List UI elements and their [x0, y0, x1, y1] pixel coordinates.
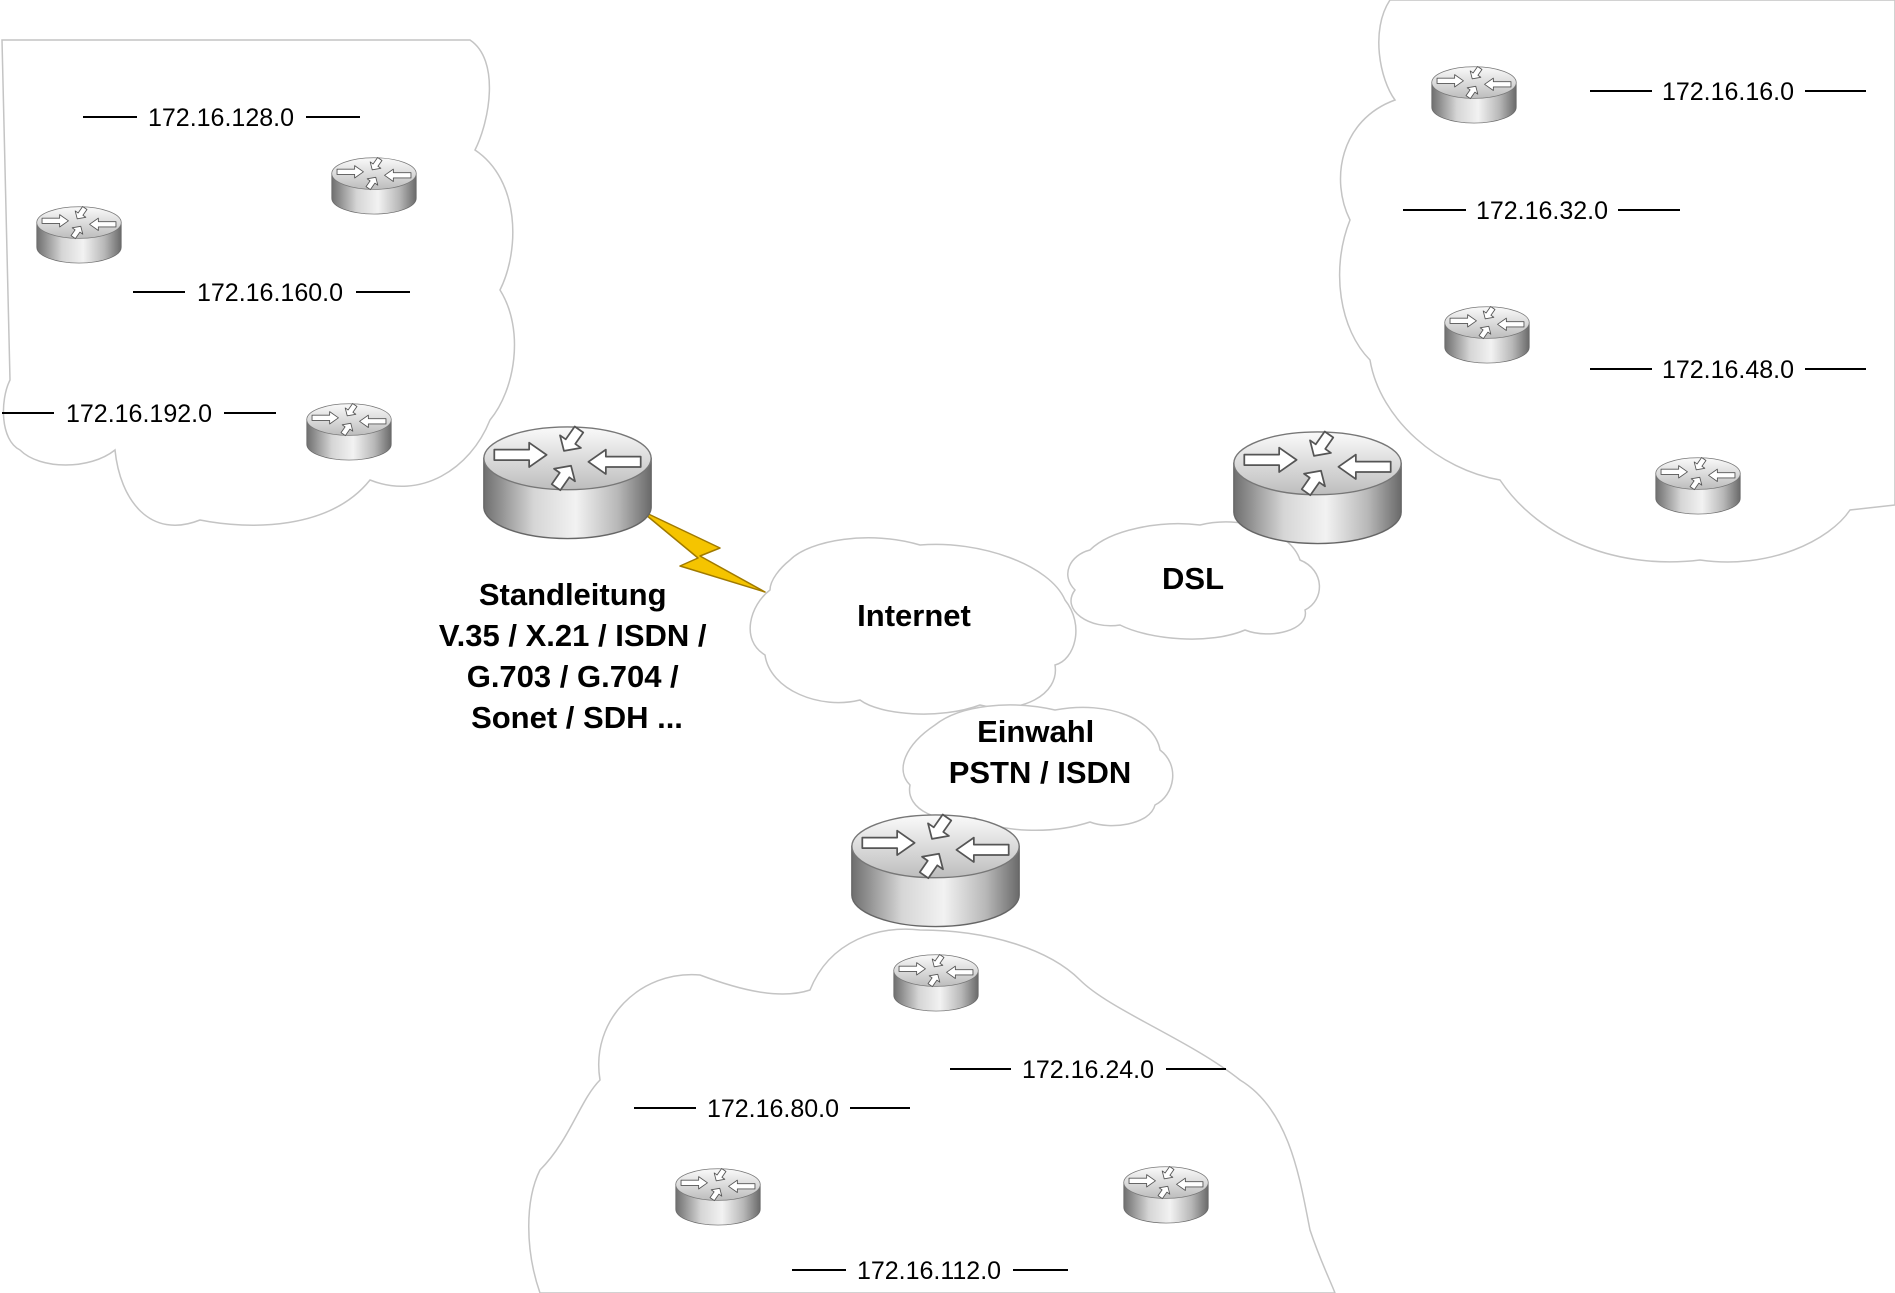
router-icon: [306, 401, 392, 461]
router-icon: [482, 421, 653, 540]
subnet-label: 172.16.32.0: [1476, 197, 1608, 225]
router-icon: [1232, 426, 1403, 545]
leased-line-label-line: Standleitung: [479, 577, 667, 612]
router-icon: [1431, 64, 1517, 124]
subnet-label: 172.16.160.0: [197, 279, 343, 307]
dsl-cloud: [1067, 521, 1321, 640]
router-icon: [1655, 455, 1741, 515]
subnet-label: 172.16.16.0: [1662, 78, 1794, 106]
internet-label: Internet: [857, 598, 971, 633]
subnet-label: 172.16.128.0: [148, 104, 294, 132]
router-icon: [36, 204, 122, 264]
router-icon: [331, 155, 417, 215]
router-icon: [1444, 304, 1530, 364]
dialup-cloud: [902, 704, 1174, 832]
subnet-label: 172.16.48.0: [1662, 356, 1794, 384]
leased-line-label-line: G.703 / G.704 /: [467, 659, 679, 694]
dsl-label: DSL: [1162, 561, 1224, 596]
subnet-label: 172.16.192.0: [66, 400, 212, 428]
east-site-cloud: [1338, 0, 1895, 563]
east-subnet-lines: [1403, 90, 1866, 370]
west-subnet-lines: [2, 116, 410, 414]
leased-line-label-line: Sonet / SDH ...: [471, 700, 683, 735]
router-icon: [850, 809, 1021, 928]
dialup-label: Einwahl PSTN / ISDN: [949, 714, 1132, 790]
dialup-label-line: Einwahl: [977, 714, 1094, 749]
router-icon: [893, 952, 979, 1012]
router-icon: [1123, 1164, 1209, 1224]
subnet-label: 172.16.24.0: [1022, 1056, 1154, 1084]
router-icon: [675, 1166, 761, 1226]
lightning-bolt-icon: [639, 509, 766, 593]
leased-line-label-line: V.35 / X.21 / ISDN /: [439, 618, 707, 653]
subnet-label: 172.16.112.0: [857, 1257, 1001, 1285]
subnet-label: 172.16.80.0: [707, 1095, 839, 1123]
south-subnet-lines: [634, 1068, 1226, 1271]
dialup-label-line: PSTN / ISDN: [949, 755, 1132, 790]
leased-line-label: Standleitung V.35 / X.21 / ISDN / G.703 …: [439, 577, 715, 735]
